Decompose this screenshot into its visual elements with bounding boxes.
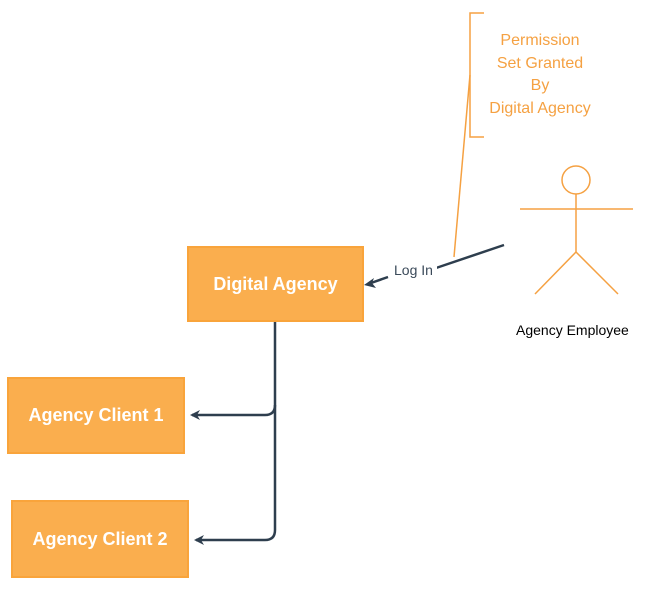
actor-icon — [520, 165, 633, 295]
note-callout-line — [453, 74, 471, 258]
note-line: By — [530, 77, 550, 94]
actor-label: Agency Employee — [516, 322, 629, 338]
node-agency-client-1[interactable]: Agency Client 1 — [7, 377, 185, 454]
node-agency-client-1-label: Agency Client 1 — [28, 405, 164, 425]
note-line: Digital Agency — [489, 99, 591, 117]
connector-to-client-2 — [194, 405, 277, 545]
node-agency-client-2-label: Agency Client 2 — [32, 528, 168, 549]
note-line: Permission — [500, 32, 580, 49]
connector-to-client-1 — [190, 322, 277, 420]
node-agency-client-2[interactable]: Agency Client 2 — [11, 500, 189, 578]
login-arrowhead — [364, 278, 376, 288]
login-edge-label: Log In — [390, 262, 437, 278]
login-connector — [370, 243, 505, 285]
permission-note: Permission Set Granted By Digital Agency — [480, 30, 600, 120]
node-digital-agency[interactable]: Digital Agency — [187, 246, 364, 322]
node-digital-agency-label: Digital Agency — [213, 273, 338, 294]
note-line: Set Granted — [496, 54, 584, 72]
